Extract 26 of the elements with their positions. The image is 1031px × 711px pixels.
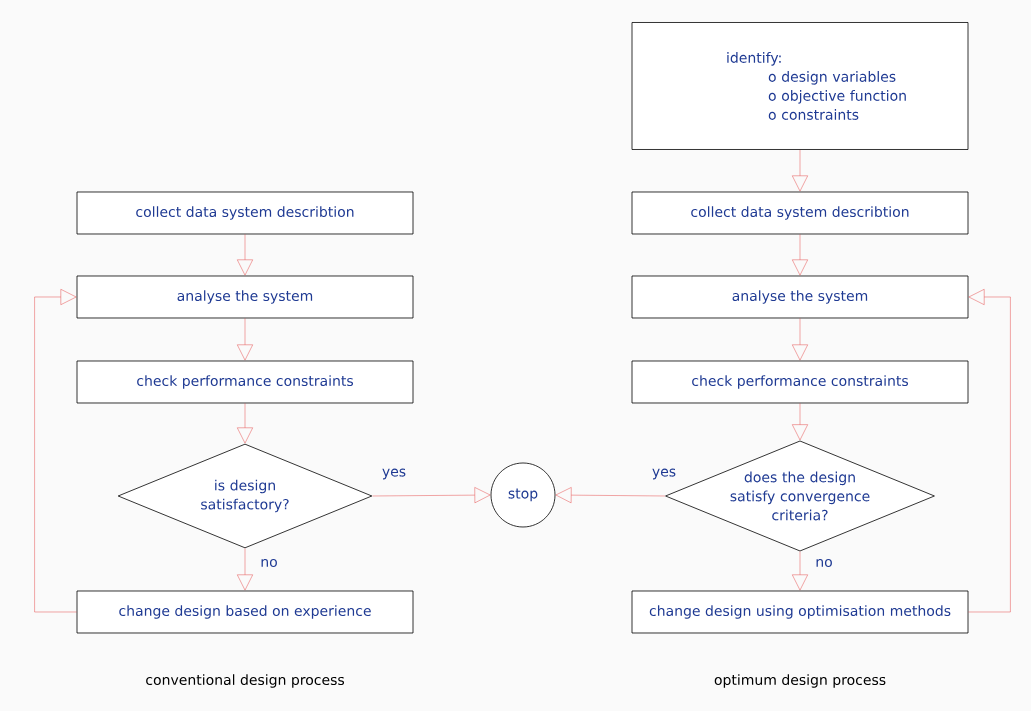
edge-label: no bbox=[259, 557, 279, 568]
process-box: change design based on experience bbox=[76, 590, 414, 634]
arrow bbox=[34, 289, 77, 613]
process-box: analyse the system bbox=[631, 275, 969, 319]
process-box: check performance constraints bbox=[631, 360, 969, 404]
arrow bbox=[792, 234, 808, 276]
arrow bbox=[968, 289, 1011, 613]
process-box: collect data system describtion bbox=[631, 191, 969, 235]
arrow bbox=[792, 149, 808, 192]
arrow bbox=[237, 548, 253, 591]
arrow bbox=[792, 403, 808, 441]
caption-text: optimum design process bbox=[714, 674, 886, 688]
caption-text: conventional design process bbox=[146, 674, 345, 688]
process-box: change design using optimisation methods bbox=[631, 590, 969, 634]
arrow bbox=[237, 403, 253, 444]
process-box: identify: o design variables o objective function o constraints bbox=[631, 22, 969, 150]
process-box: analyse the system bbox=[76, 275, 414, 319]
process-box: check performance constraints bbox=[76, 360, 414, 404]
process-box: collect data system describtion bbox=[76, 191, 414, 235]
arrow bbox=[237, 318, 253, 361]
arrow bbox=[237, 234, 253, 276]
arrow bbox=[372, 487, 491, 504]
arrow bbox=[792, 318, 808, 361]
edge-label: no bbox=[814, 557, 834, 568]
arrow bbox=[555, 487, 666, 504]
arrow bbox=[792, 551, 808, 591]
